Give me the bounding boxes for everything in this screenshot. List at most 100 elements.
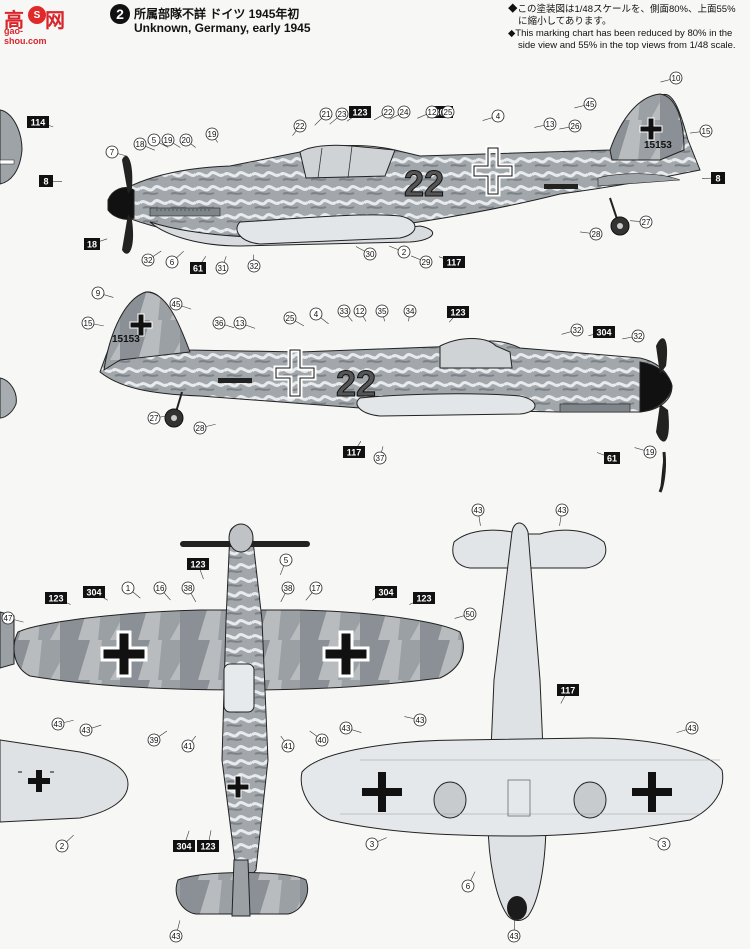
svg-text:36: 36: [215, 319, 224, 328]
decal-box-117: 117: [557, 684, 579, 696]
tail-number-2: 15153: [112, 334, 140, 345]
decal-circle-6: 6: [461, 879, 475, 893]
decal-circle-16: 16: [153, 581, 167, 595]
decal-box-304: 304: [375, 586, 397, 598]
watermark-suffix: 网: [45, 8, 65, 32]
decal-circle-43: 43: [79, 723, 93, 737]
decal-circle-32: 32: [141, 253, 155, 267]
svg-text:123: 123: [200, 842, 215, 852]
svg-text:37: 37: [376, 454, 385, 463]
svg-text:19: 19: [208, 130, 217, 139]
decal-circle-5: 5: [147, 133, 161, 147]
decal-box-304: 304: [593, 326, 615, 338]
svg-text:1: 1: [126, 584, 131, 593]
svg-text:304: 304: [86, 588, 101, 598]
svg-text:32: 32: [634, 332, 643, 341]
decal-box-61: 61: [604, 452, 620, 464]
decal-box-117: 117: [443, 256, 465, 268]
svg-text:9: 9: [96, 289, 101, 298]
decal-circle-13: 13: [233, 316, 247, 330]
decal-circle-32: 32: [631, 329, 645, 343]
svg-text:43: 43: [172, 932, 181, 941]
svg-text:32: 32: [250, 262, 259, 271]
bottom-view-under: [300, 522, 724, 921]
svg-text:43: 43: [558, 506, 567, 515]
svg-text:21: 21: [322, 110, 331, 119]
svg-text:4: 4: [496, 112, 501, 121]
decal-circle-25: 25: [441, 105, 455, 119]
decal-circle-25: 25: [283, 311, 297, 325]
decal-circle-22: 22: [381, 105, 395, 119]
decal-box-18: 18: [84, 238, 100, 250]
decal-circle-45: 45: [169, 297, 183, 311]
svg-text:13: 13: [236, 319, 245, 328]
fuselage-code-1: 22: [404, 163, 444, 204]
decal-circle-40: 40: [315, 733, 329, 747]
svg-text:304: 304: [596, 328, 611, 338]
decal-circle-3: 3: [657, 837, 671, 851]
decal-box-123: 123: [349, 106, 371, 118]
svg-text:45: 45: [172, 300, 181, 309]
decal-circle-15: 15: [81, 316, 95, 330]
decal-circle-15: 15: [699, 124, 713, 138]
decal-box-8: 8: [711, 172, 725, 184]
svg-text:24: 24: [400, 108, 409, 117]
watermark-text: 高: [4, 8, 24, 32]
note-en-line2: side view and 55% in the top views from …: [518, 40, 736, 51]
decal-circle-17: 17: [309, 581, 323, 595]
svg-text:43: 43: [82, 726, 91, 735]
decal-circle-1: 1: [121, 581, 135, 595]
decal-circle-12: 12: [425, 105, 439, 119]
svg-text:18: 18: [87, 240, 97, 250]
svg-text:19: 19: [646, 448, 655, 457]
svg-text:123: 123: [190, 560, 205, 570]
svg-text:114: 114: [31, 118, 46, 128]
svg-text:117: 117: [347, 448, 362, 458]
decal-circle-43: 43: [507, 929, 521, 943]
decal-circle-32: 32: [247, 259, 261, 273]
decal-circle-43: 43: [169, 929, 183, 943]
svg-text:19: 19: [164, 136, 173, 145]
svg-text:15: 15: [702, 127, 711, 136]
decal-circle-3: 3: [365, 837, 379, 851]
decal-box-123: 123: [447, 306, 469, 318]
svg-text:123: 123: [450, 308, 465, 318]
tail-number-1: 15153: [644, 140, 672, 151]
svg-text:16: 16: [156, 584, 165, 593]
svg-text:7: 7: [110, 148, 115, 157]
decal-circle-43: 43: [413, 713, 427, 727]
svg-text:22: 22: [296, 122, 305, 131]
scheme-title-jp: 所属部隊不詳 ドイツ 1945年初: [134, 7, 300, 21]
decal-circle-27: 27: [147, 411, 161, 425]
decal-circle-38: 38: [281, 581, 295, 595]
decal-circle-18: 18: [133, 137, 147, 151]
svg-text:6: 6: [170, 258, 175, 267]
svg-text:27: 27: [150, 414, 159, 423]
fuselage-cross-2: [273, 347, 317, 399]
svg-text:2: 2: [60, 842, 65, 851]
svg-text:17: 17: [312, 584, 321, 593]
decal-box-304: 304: [173, 840, 195, 852]
fuselage-cross-1: [471, 145, 515, 197]
note-jp-line2: に縮小してあります。: [518, 16, 612, 27]
svg-text:35: 35: [378, 307, 387, 316]
decal-circle-30: 30: [363, 247, 377, 261]
watermark-url: gao-shou.com: [4, 26, 47, 46]
decal-circle-43: 43: [555, 503, 569, 517]
svg-text:31: 31: [218, 264, 227, 273]
decal-box-114: 114: [27, 116, 49, 128]
decal-circle-35: 35: [375, 304, 389, 318]
svg-text:28: 28: [592, 230, 601, 239]
decal-circle-19: 19: [205, 127, 219, 141]
svg-text:41: 41: [284, 742, 293, 751]
decal-box-123: 123: [187, 558, 209, 570]
decal-circle-43: 43: [51, 717, 65, 731]
svg-text:117: 117: [561, 686, 576, 696]
decal-circle-37: 37: [373, 451, 387, 465]
svg-text:123: 123: [416, 594, 431, 604]
svg-text:32: 32: [573, 326, 582, 335]
scale-notes: ◆この塗装図は1/48スケールを、側面80%、上面55% に縮小してあります。 …: [508, 4, 748, 52]
decal-box-123: 123: [45, 592, 67, 604]
svg-text:10: 10: [672, 74, 681, 83]
note-jp-line1: ◆この塗装図は1/48スケールを、側面80%、上面55%: [508, 4, 736, 15]
